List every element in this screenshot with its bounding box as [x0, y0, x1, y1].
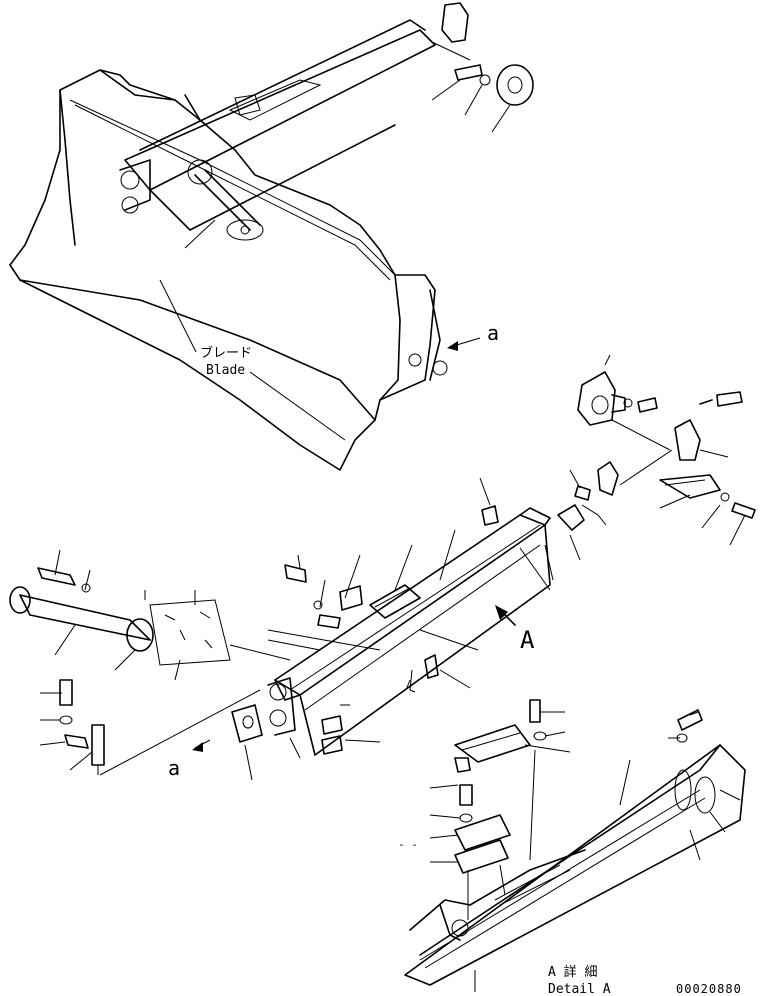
view-arrow-a-lower — [192, 739, 211, 752]
leader-lines-middle — [39, 477, 551, 781]
leader-lines-detail — [429, 711, 741, 992]
blade-assembly — [9, 2, 534, 471]
dash-marks: - - — [398, 838, 418, 851]
view-label-a-lower: a — [168, 756, 180, 780]
detail-a-assembly — [404, 699, 746, 986]
blade-label-jp: ブレード — [200, 345, 252, 361]
leader-lines-bracket — [544, 354, 746, 581]
detail-label-en: Detail A — [548, 982, 611, 996]
push-arm-assembly — [267, 505, 551, 756]
detail-label-jp: A 詳 細 — [548, 964, 597, 980]
view-label-A: A — [520, 626, 535, 654]
view-label-a-upper: a — [487, 321, 499, 345]
figure-number: 00020880 — [676, 982, 742, 996]
view-arrow-a-upper — [447, 337, 481, 351]
leader-lines-upper — [159, 41, 511, 441]
blade-label-en: Blade — [206, 363, 245, 378]
bracket-parts — [557, 371, 756, 531]
view-arrow-A — [495, 605, 516, 626]
